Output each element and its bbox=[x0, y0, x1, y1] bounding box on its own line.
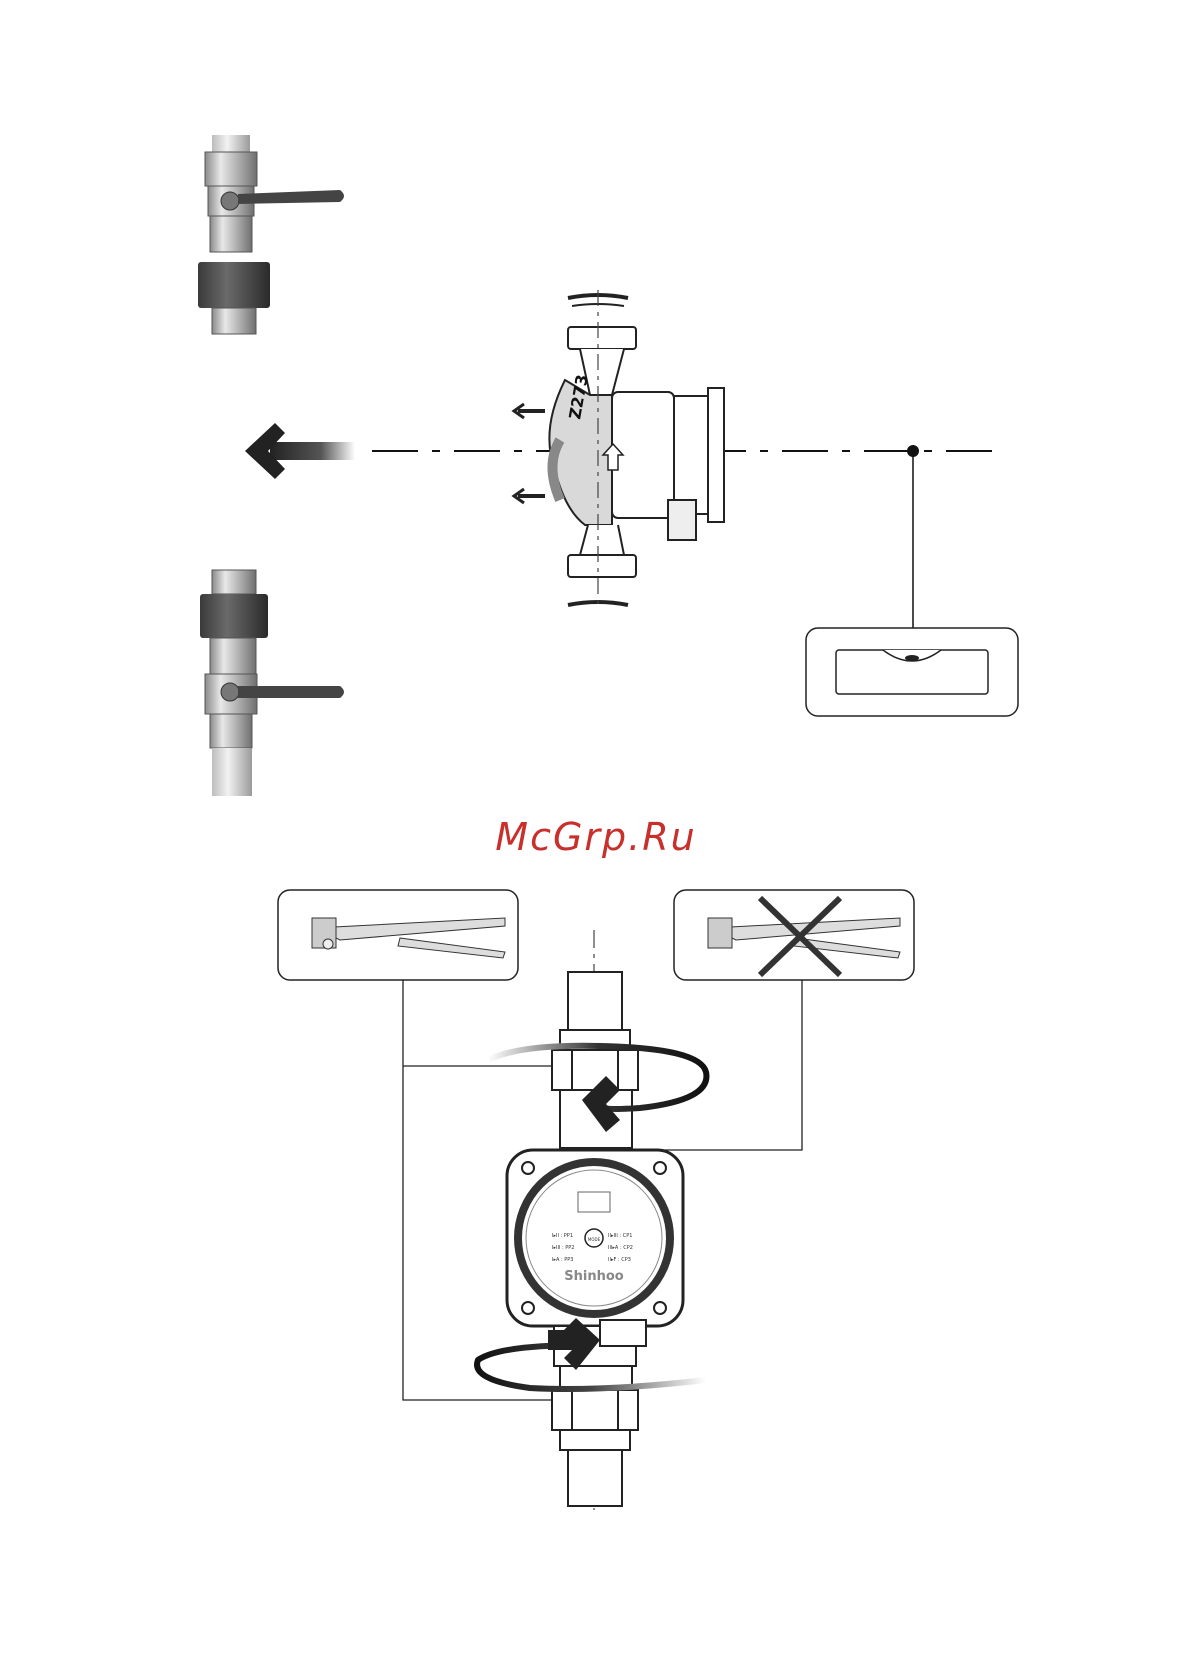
mode-left-3: I▸A : PP3 bbox=[552, 1257, 573, 1263]
mode-right-1: II▸III : CP1 bbox=[608, 1233, 632, 1239]
mode-right-2: III▸A : CP2 bbox=[608, 1245, 633, 1251]
bottom-ball-valve bbox=[200, 570, 344, 796]
mode-button-label: MODE bbox=[588, 1237, 601, 1242]
mode-right-3: II▸F : CP3 bbox=[608, 1257, 631, 1263]
spirit-level-icon bbox=[806, 628, 1018, 716]
pipe-wrench-crossed-icon bbox=[674, 890, 914, 980]
mode-left-1: I▸II : PP1 bbox=[552, 1233, 573, 1239]
flow-arrow-icon bbox=[245, 423, 355, 479]
mode-left-2: I▸III : PP2 bbox=[552, 1245, 574, 1251]
pump-brand-label: Shinhoo bbox=[564, 1269, 624, 1284]
pipe-wrench-icon bbox=[278, 890, 518, 980]
top-ball-valve bbox=[198, 135, 344, 334]
watermark: McGrp.Ru bbox=[0, 815, 1192, 859]
